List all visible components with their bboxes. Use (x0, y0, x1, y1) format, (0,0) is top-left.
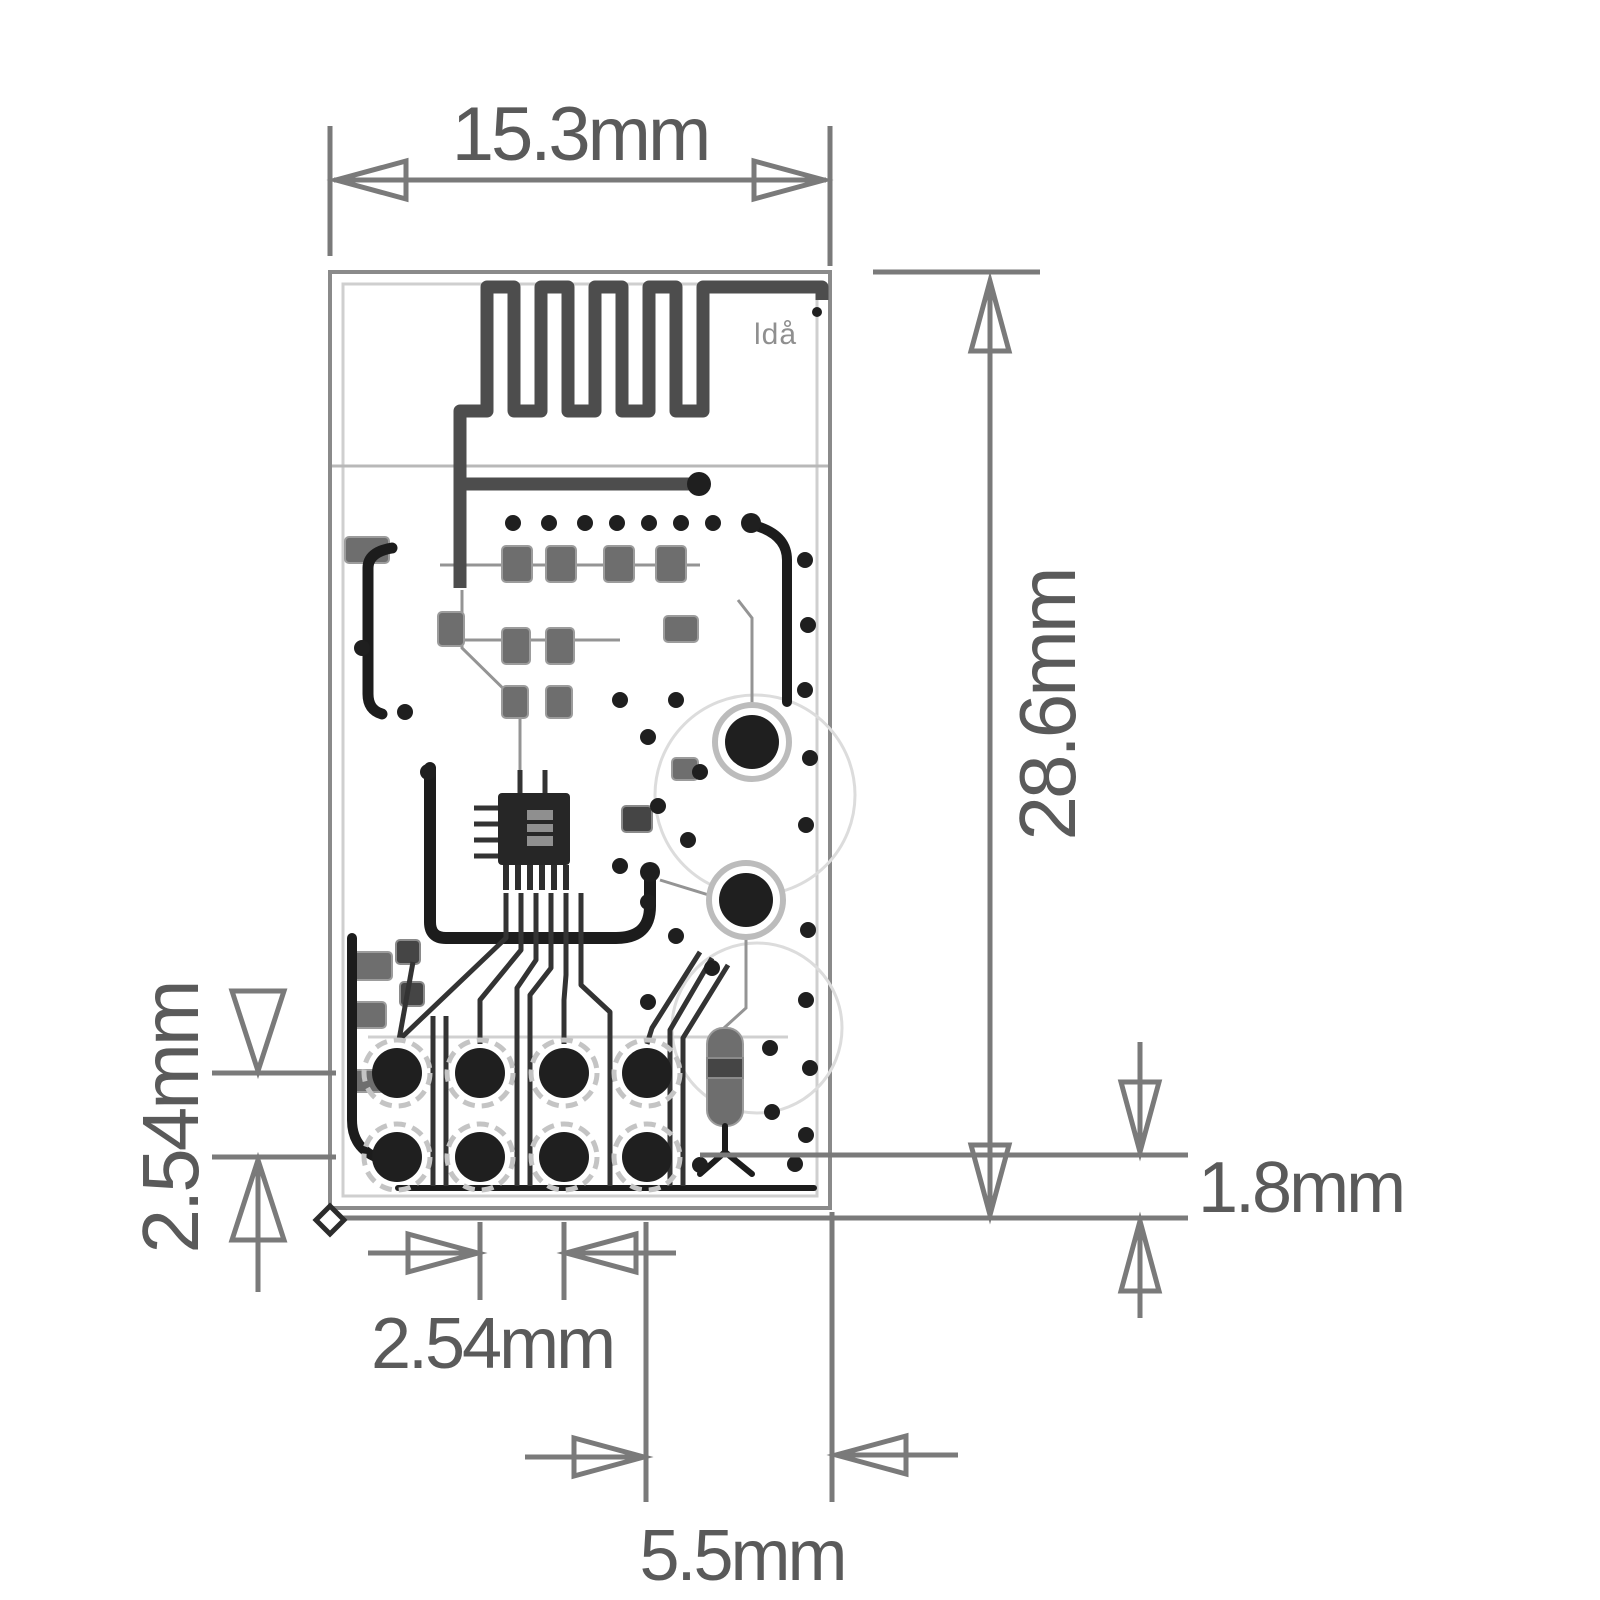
solder-pad (622, 1132, 672, 1182)
connector-pad-grid (361, 1037, 683, 1193)
silkscreen-dot (812, 307, 822, 317)
solder-pad (455, 1132, 505, 1182)
datum-diamond-icon (312, 1202, 348, 1238)
resistor-band (706, 1057, 744, 1079)
solder-pad (539, 1048, 589, 1098)
arrowhead-down-icon (232, 991, 284, 1071)
dim-edge-offset: 1.8mm (343, 1042, 1406, 1318)
dim-board-height: 28.6mm (873, 269, 1092, 1215)
solder-pad (372, 1132, 422, 1182)
dim-column-pitch-label: 2.54mm (371, 1304, 613, 1384)
silkscreen-border (341, 282, 819, 1198)
solder-pad (539, 1132, 589, 1182)
silkscreen-marking-text: ldå (754, 318, 797, 351)
through-hole-pad (725, 715, 779, 769)
solder-pad (372, 1048, 422, 1098)
dim-column-pitch: 2.54mm (368, 1222, 676, 1384)
solder-pad (455, 1048, 505, 1098)
dim-edge-offset-label: 1.8mm (1198, 1148, 1403, 1228)
ic-chip (474, 770, 570, 890)
antenna (453, 280, 829, 588)
antenna-feed-via (687, 472, 711, 496)
dim-board-width: 15.3mm (327, 92, 833, 266)
antenna-trace (453, 280, 829, 588)
vias (354, 513, 818, 1173)
pcb-board: ldå (328, 270, 857, 1210)
through-hole-pad (719, 873, 773, 927)
dim-row-pitch: 2.54mm (126, 983, 336, 1292)
through-hole-pads (706, 702, 792, 940)
dim-board-width-label: 15.3mm (452, 92, 709, 177)
solder-pad (622, 1048, 672, 1098)
dim-pad-offset: 5.5mm (525, 1212, 958, 1596)
dim-row-pitch-label: 2.54mm (126, 983, 215, 1254)
dark-traces (347, 520, 817, 1191)
dim-board-height-label: 28.6mm (1003, 570, 1092, 841)
dim-pad-offset-label: 5.5mm (639, 1516, 844, 1596)
